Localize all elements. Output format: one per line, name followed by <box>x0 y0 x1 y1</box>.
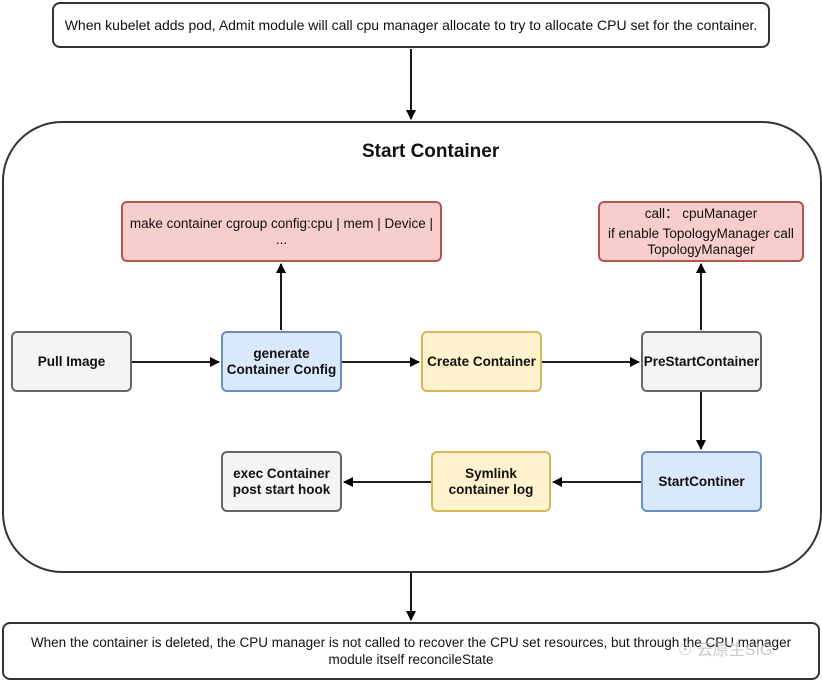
create-container-label: Create Container <box>427 353 536 369</box>
start-container-label: StartContiner <box>658 473 745 489</box>
create-container-node: Create Container <box>421 331 542 392</box>
symlink-line2: container log <box>448 481 534 497</box>
exec-hook-line2: post start hook <box>232 481 331 497</box>
symlink-line1: Symlink <box>465 465 517 481</box>
cpu-note-line3: TopologyManager <box>647 241 755 257</box>
pull-image-node: Pull Image <box>11 331 132 392</box>
cpu-manager-note: call： cpuManager if enable TopologyManag… <box>598 201 804 262</box>
watermark-text: 云原生SIG <box>696 642 773 659</box>
container-title: Start Container <box>362 141 500 162</box>
bottom-note-line1: When the container is deleted, the CPU m… <box>30 635 792 650</box>
cpu-note-line2: if enable TopologyManager call <box>608 225 794 241</box>
exec-hook-line1: exec Container <box>233 465 330 481</box>
exec-hook-node: exec Container post start hook <box>221 451 342 512</box>
generate-config-node: generate Container Config <box>221 331 342 392</box>
start-container-node: StartContiner <box>641 451 762 512</box>
top-note-text: When kubelet adds pod, Admit module will… <box>64 16 758 33</box>
cgroup-config-note: make container cgroup config:cpu | mem |… <box>121 201 442 262</box>
top-note: When kubelet adds pod, Admit module will… <box>52 2 770 48</box>
watermark: ☉ 云原生SIG <box>678 636 772 660</box>
pre-start-container-node: PreStartContainer <box>641 331 762 392</box>
bottom-note-line2: module itself reconcileState <box>328 652 494 667</box>
cgroup-note-line1: make container cgroup config:cpu | mem |… <box>129 215 434 231</box>
generate-config-line2: Container Config <box>226 361 337 377</box>
bottom-note: When the container is deleted, the CPU m… <box>2 622 820 680</box>
generate-config-line1: generate <box>253 345 310 361</box>
pull-image-label: Pull Image <box>37 353 106 369</box>
cpu-note-line1: call： cpuManager <box>644 205 758 221</box>
wechat-icon: ☉ <box>678 642 693 659</box>
symlink-log-node: Symlink container log <box>431 451 551 512</box>
pre-start-container-label: PreStartContainer <box>643 353 760 369</box>
cgroup-note-line2: ... <box>275 231 288 247</box>
